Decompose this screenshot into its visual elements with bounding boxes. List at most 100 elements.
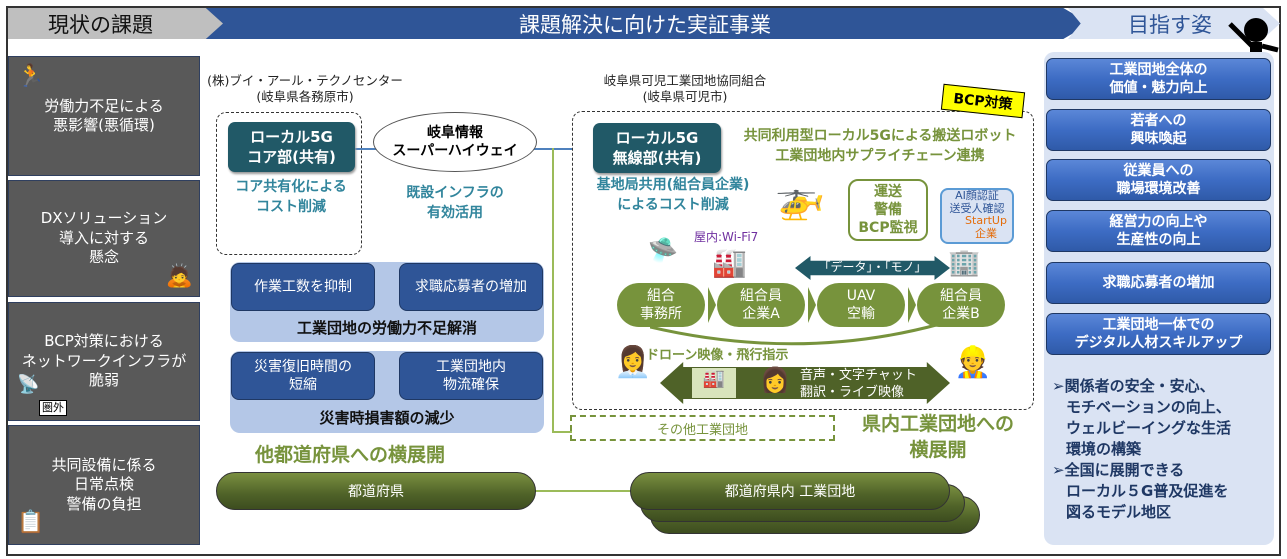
right-org-name: 岐阜県可児工業団地協同組合 (岐阜県可児市) [575, 73, 795, 106]
flow-line: 組合員 [740, 287, 782, 304]
note-line: 基地局共用(組合員企業) [596, 177, 750, 193]
flow-line: 組合員 [940, 287, 982, 304]
wifi-label: 屋内:Wi-Fi7 [694, 230, 759, 244]
operator-icon: 👩‍💼 [614, 345, 652, 380]
box-line: 物流確保 [443, 377, 499, 393]
antenna-out-of-range-icon: 📡 [17, 373, 40, 395]
goal-digital-skills: 工業団地一体でのデジタル人材スキルアップ [1046, 313, 1271, 355]
running-worker-icon: 🏃 [17, 64, 45, 89]
issue-text: 日常点検 [73, 475, 134, 494]
labor-panel: 作業工数を抑制 求職応募者の増加 工業団地の労働力不足解消 [230, 262, 544, 342]
header-current-issues: 現状の課題 [8, 8, 223, 39]
reduce-work-hours-box: 作業工数を抑制 [231, 263, 375, 311]
expansion-line: 県内工業団地への [861, 413, 1014, 435]
headline-line: 共同利用型ローカル5Gによる搬送ロボット [743, 128, 1017, 144]
flow-line: 企業B [942, 306, 980, 322]
prefecture-pill[interactable]: 都道府県 [216, 472, 536, 510]
goal-line: 工業団地一体での [1102, 316, 1215, 333]
goal-workplace: 従業員への職場環境改善 [1046, 159, 1271, 201]
goal-line: 求職応募者の増加 [1102, 274, 1215, 291]
flow-line: 事務所 [640, 306, 682, 322]
flow-chevron [708, 287, 716, 323]
issue-text: 共同設備に係る [51, 455, 157, 474]
issue-text: ネットワークインフラが [21, 351, 187, 370]
box-line: 災害復旧時間の [254, 358, 352, 375]
flow-line: 企業A [742, 306, 780, 322]
goal-line: 工業団地全体の [1109, 61, 1208, 78]
issue-text: 悪影響(悪循環) [53, 116, 155, 134]
core-label: ローカル5G [250, 127, 333, 146]
highway-note: 既設インフラの有効活用 [400, 184, 510, 223]
radio-label: ローカル5G [615, 128, 699, 147]
bullet-line: 環境の構築 [1066, 440, 1142, 458]
comm-line: 翻訳・ライブ映像 [800, 384, 905, 400]
core-note: コア共有化によるコスト削減 [218, 178, 364, 217]
core-label: コア部(共有) [247, 148, 336, 166]
flow-chevron [808, 287, 816, 323]
labor-panel-label: 工業団地の労働力不足解消 [296, 319, 477, 337]
flow-line: 空輸 [847, 306, 875, 322]
task: 警備 [874, 201, 902, 218]
other-pref-expansion: 他都道府県への横展開 [255, 444, 446, 466]
issue-labor-shortage: 🏃 労働力不足による 悪影響(悪循環) [8, 56, 200, 176]
in-pref-expansion: 県内工業団地への横展開 [838, 412, 1038, 463]
field-worker-icon: 👷 [954, 345, 992, 380]
goal-line: 職場環境改善 [1116, 181, 1201, 197]
flow-line: 組合 [647, 287, 675, 304]
communication-label: 音声・文字チャット翻訳・ライブ映像 [800, 368, 917, 402]
note-line: コスト削減 [256, 198, 326, 215]
green-connector [535, 490, 635, 492]
goal-line: 生産性の向上 [1116, 232, 1201, 248]
more-applicants-box: 求職応募者の増加 [399, 263, 543, 311]
logistics-box: 工業団地内物流確保 [399, 352, 543, 400]
flow-member-a: 組合員企業A [717, 283, 805, 327]
flow-chevron [908, 287, 916, 323]
clipboard-worker-icon: 📋 [17, 510, 45, 536]
goal-line: 価値・魅力向上 [1109, 80, 1208, 96]
bullet-line: ウェルビーイングな生活 [1066, 419, 1232, 437]
other-estates-box: その他工業団地 [570, 415, 835, 441]
bullet-line: ➢全国に展開できる [1052, 461, 1185, 479]
frustrated-desk-worker-icon: 🙇 [165, 264, 193, 290]
flow-member-b: 組合員企業B [917, 283, 1005, 327]
note-line: 有効活用 [427, 204, 483, 221]
org-name: 岐阜県可児工業団地協同組合 [603, 73, 767, 88]
disaster-panel: 災害復旧時間の短縮 工業団地内物流確保 災害時損害額の減少 [230, 351, 544, 433]
issue-inspection-burden: 共同設備に係る 日常点検 警備の負担 📋 [8, 425, 200, 545]
drone-video-label: ドローン映像・飛行指示 [646, 348, 789, 363]
goal-value-up: 工業団地全体の価値・魅力向上 [1046, 58, 1271, 100]
issue-bcp-network: BCP対策における ネットワークインフラが 脆弱 📡 圏外 [8, 302, 200, 421]
startup-label: StartUp [965, 214, 1007, 228]
header-demo-project: 課題解決に向けた実証事業 [200, 8, 1090, 39]
issue-text: 懸念 [88, 248, 119, 267]
left-org-dashed-box [216, 112, 362, 255]
goal-productivity: 経営力の向上や生産性の向上 [1046, 210, 1271, 252]
disaster-panel-label: 災害時損害額の減少 [319, 409, 455, 427]
green-connector [552, 431, 572, 433]
comm-line: 音声・文字チャット [800, 368, 917, 383]
issue-text: 労働力不足による [44, 96, 164, 115]
out-of-range-badge: 圏外 [39, 399, 67, 416]
startup-label: 企業 [975, 226, 997, 240]
issue-text: 脆弱 [88, 371, 119, 390]
bullet-line: 図るモデル地区 [1066, 503, 1172, 521]
goal-line: デジタル人材スキルアップ [1074, 335, 1243, 351]
goal-youth-interest: 若者への興味喚起 [1046, 109, 1271, 151]
org-name: (株)ブイ・アール・テクノセンター [207, 73, 403, 88]
recovery-time-box: 災害復旧時間の短縮 [231, 352, 375, 400]
estates-pill[interactable]: 都道府県内 工業団地 [630, 472, 950, 510]
expansion-line: 横展開 [909, 438, 967, 461]
goal-line: 興味喚起 [1130, 131, 1187, 147]
highway-label: スーパーハイウェイ [392, 143, 518, 159]
issue-text: BCP対策における [44, 332, 164, 351]
headline-line: 工業団地内サプライチェーン連携 [775, 148, 985, 165]
issue-text: DXソリューション [40, 209, 168, 228]
goal-line: 従業員への [1123, 162, 1194, 179]
box-line: 短縮 [289, 377, 317, 393]
diagram-frame [6, 6, 1281, 556]
issue-text: 警備の負担 [66, 494, 142, 513]
note-line: によるコスト削減 [617, 196, 729, 213]
goal-line: 経営力の向上や [1109, 213, 1208, 230]
